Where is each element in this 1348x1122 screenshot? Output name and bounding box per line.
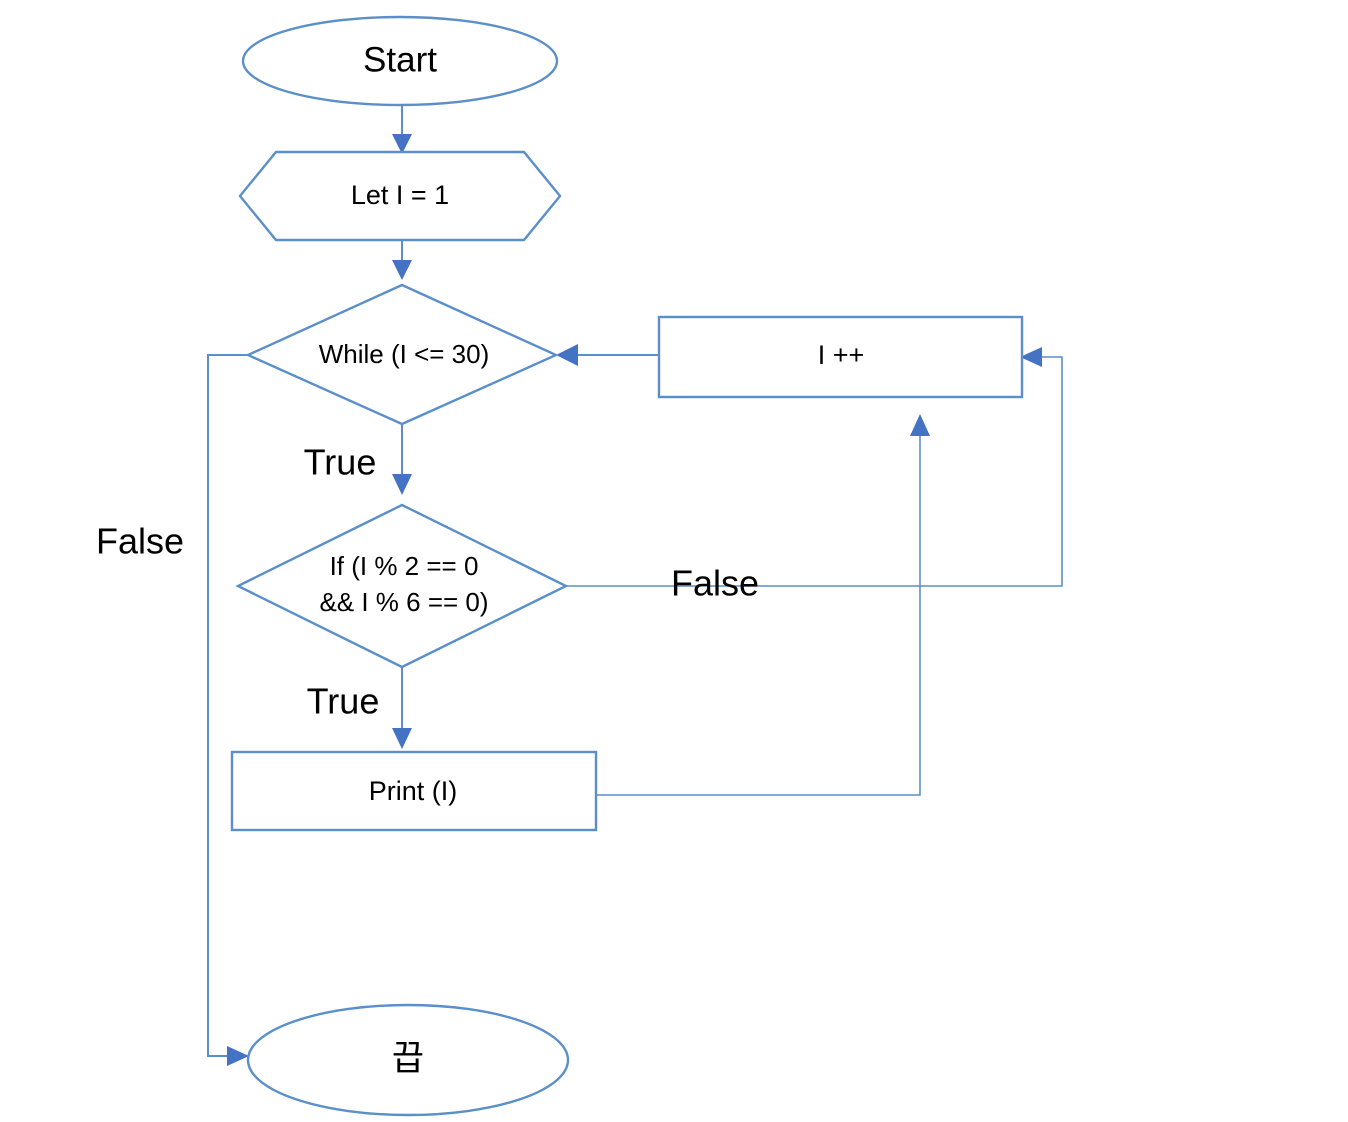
node-end[interactable]: 끕 <box>246 1003 570 1117</box>
edge-label-while-true: True <box>304 442 377 483</box>
start-label: Start <box>363 40 437 79</box>
init-label: Let I = 1 <box>351 180 449 210</box>
edge-init-to-while <box>392 240 412 280</box>
end-ellipse-shape <box>246 1003 570 1117</box>
edge-label-if-true: True <box>307 681 380 722</box>
edge-while-to-if <box>392 424 412 495</box>
edge-print-to-incr <box>596 414 930 796</box>
if-label-line2: && I % 6 == 0) <box>319 587 488 617</box>
print-label: Print (I) <box>369 776 458 806</box>
arrow-head-icon <box>392 260 412 280</box>
edge-label-if-false: False <box>671 563 759 604</box>
node-init[interactable]: Let I = 1 <box>238 150 562 242</box>
edge-if-to-print <box>392 657 412 749</box>
while-label: While (I <= 30) <box>319 339 490 369</box>
end-label: 끕 <box>392 1039 424 1079</box>
init-hexagon-shape <box>238 150 562 242</box>
edge-line <box>596 429 921 796</box>
edge-while-to-end <box>207 354 249 1066</box>
node-incr[interactable]: I ++ <box>657 315 1024 399</box>
arrow-head-icon <box>392 474 412 495</box>
arrow-head-icon <box>227 1046 249 1066</box>
incr-rect-shape <box>657 315 1024 399</box>
edge-start-to-init <box>392 105 412 154</box>
while-diamond-shape <box>245 283 559 426</box>
node-while[interactable]: While (I <= 30) <box>245 283 559 426</box>
arrow-head-icon <box>1020 347 1042 367</box>
print-rect-shape <box>230 750 598 832</box>
node-print[interactable]: Print (I) <box>230 750 598 832</box>
edge-if-to-incr <box>566 347 1063 587</box>
if-label-line1: If (I % 2 == 0 <box>330 551 479 581</box>
if-diamond-shape <box>235 503 569 669</box>
node-start[interactable]: Start <box>241 15 559 107</box>
edge-line <box>207 354 248 1057</box>
edge-line <box>566 356 1063 587</box>
start-ellipse-shape <box>241 15 559 107</box>
arrow-head-icon <box>392 134 412 154</box>
arrow-head-icon <box>910 414 930 436</box>
arrow-head-icon <box>556 344 578 366</box>
incr-label: I ++ <box>818 340 865 370</box>
arrow-head-icon <box>392 728 412 749</box>
node-if[interactable]: If (I % 2 == 0 && I % 6 == 0) <box>235 503 569 669</box>
edge-label-while-false: False <box>96 521 184 562</box>
edge-incr-to-while <box>556 344 659 366</box>
